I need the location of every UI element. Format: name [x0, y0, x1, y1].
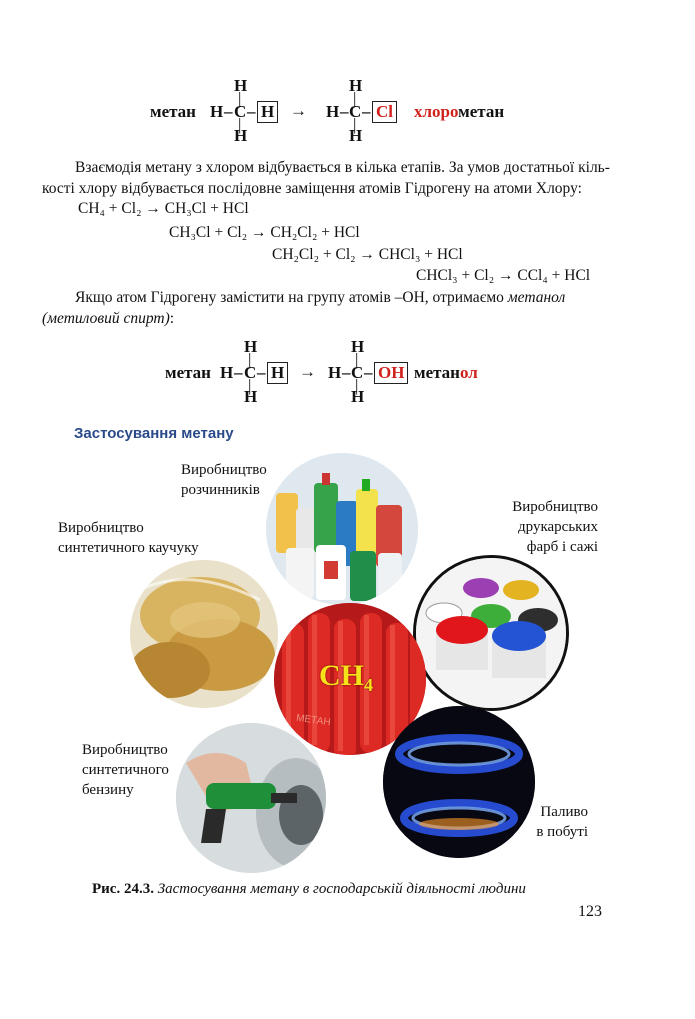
- figure-caption: Рис. 24.3. Застосування метану в господа…: [92, 881, 526, 898]
- paragraph-line: (метиловий спирт):: [42, 308, 615, 329]
- atom-h-bottom: H: [244, 387, 258, 406]
- bond-vertical-top: |: [248, 350, 252, 369]
- bond-vertical-bottom: |: [353, 115, 357, 134]
- reaction-methane-chloromethane: метан H H – C – H H | | → H H – C – Cl H…: [150, 72, 530, 152]
- reaction-arrow: →: [299, 362, 316, 381]
- methane-label: метан: [165, 363, 211, 382]
- label-fuel: Паливо в побуті: [532, 802, 588, 842]
- figure-label: Рис. 24.3.: [92, 881, 154, 897]
- label-line: синтетичного: [82, 762, 169, 778]
- replaced-atom-h: H: [257, 101, 279, 123]
- atom-c-2: C: [349, 102, 362, 121]
- methanol-label: метанол: [414, 363, 478, 383]
- paragraph-substitution: Взаємодія метану з хлором відбувається в…: [42, 157, 615, 199]
- image-methane-cylinders: МЕТАН CH₄: [274, 603, 426, 755]
- equation-2: CH₃Cl + Cl₂ → CH₂Cl₂ + HCl: [169, 224, 360, 241]
- label-line: Виробництво: [181, 462, 267, 478]
- fuel-nozzle-illustration: [176, 723, 326, 873]
- equation-3: CH₂Cl₂ + Cl₂ → CHCl₃ + HCl: [272, 246, 463, 263]
- atom-h-left: H: [220, 363, 234, 382]
- paint-cans-illustration: [416, 558, 566, 708]
- bond-vertical-bottom: |: [248, 376, 252, 395]
- ol-suffix: ол: [459, 363, 478, 382]
- label-line: Виробництво: [58, 520, 144, 536]
- label-solvents: Виробництво розчинників: [181, 460, 267, 500]
- atom-h-top: H: [234, 76, 248, 95]
- atom-h-top-2: H: [351, 337, 365, 356]
- image-fuel-nozzle: [176, 723, 326, 873]
- methane-prefix: метан: [414, 363, 460, 382]
- bond: –: [342, 363, 351, 382]
- figure-text: Застосування метану в господарській діял…: [157, 881, 526, 897]
- atom-h-bottom-2: H: [349, 126, 363, 145]
- atom-h-bottom-2: H: [351, 387, 365, 406]
- bond: –: [364, 363, 373, 382]
- bottles-illustration: [266, 453, 418, 605]
- label-line: синтетичного каучуку: [58, 540, 199, 556]
- label-gasoline: Виробництво синтетичного бензину: [82, 740, 169, 800]
- bond: –: [257, 363, 266, 382]
- reaction-methane-methanol: метан H H – C – H H | | → H H – C – OH H…: [165, 333, 505, 413]
- bond-vertical-bottom: |: [238, 115, 242, 134]
- bond: –: [224, 102, 233, 121]
- label-line: Виробництво: [82, 742, 168, 758]
- bond-vertical-top: |: [238, 89, 242, 108]
- label-line: в побуті: [536, 824, 588, 840]
- label-inks: Виробництво друкарських фарб і сажі: [498, 497, 598, 557]
- rubber-illustration: [130, 560, 278, 708]
- bond-vertical-top: |: [353, 89, 357, 108]
- paragraph-line: Взаємодія метану з хлором відбувається в…: [75, 159, 610, 176]
- atom-c: C: [244, 363, 257, 382]
- bond-vertical-top: |: [355, 350, 359, 369]
- section-title: Застосування метану: [74, 425, 234, 442]
- atom-h-left-2: H: [328, 363, 342, 382]
- methanol-term: метанол: [507, 289, 566, 306]
- methane-suffix: метан: [458, 102, 505, 121]
- bond: –: [247, 102, 256, 121]
- bond: –: [340, 102, 349, 121]
- replaced-atom-cl: Cl: [372, 101, 397, 123]
- bond-vertical-bottom: |: [355, 376, 359, 395]
- label-line: Виробництво: [512, 499, 598, 515]
- reaction-arrow: →: [290, 101, 307, 120]
- label-line: бензину: [82, 782, 134, 798]
- paragraph-line: кості хлору відбувається послідовне замі…: [42, 180, 582, 197]
- methyl-alcohol-term: (метиловий спирт): [42, 310, 170, 327]
- image-synthetic-rubber: [130, 560, 278, 708]
- methane-label: метан: [150, 102, 196, 121]
- image-gas-flame: [383, 706, 535, 858]
- atom-h-top: H: [244, 337, 258, 356]
- atom-h-left: H: [210, 102, 224, 121]
- label-line: друкарських: [518, 519, 598, 535]
- paragraph-methanol: Якщо атом Гідрогену замістити на групу а…: [42, 287, 615, 329]
- atom-h-top-2: H: [349, 76, 363, 95]
- label-line: Паливо: [540, 804, 588, 820]
- label-line: фарб і сажі: [526, 539, 598, 555]
- chloromethane-label: хлорометан: [414, 102, 504, 122]
- replaced-atom-h: H: [267, 362, 289, 384]
- bond: –: [234, 363, 243, 382]
- label-line: розчинників: [181, 482, 260, 498]
- center-formula: CH₄: [319, 659, 373, 692]
- paragraph-line: Якщо атом Гідрогену замістити на групу а…: [75, 287, 615, 308]
- atom-c: C: [234, 102, 247, 121]
- equation-1: CH₄ + Cl₂ → CH₃Cl + HCl: [78, 200, 249, 217]
- label-rubber: Виробництво синтетичного каучуку: [58, 518, 199, 558]
- atom-h-bottom: H: [234, 126, 248, 145]
- bond: –: [362, 102, 371, 121]
- image-solvent-bottles: [266, 453, 418, 605]
- chloro-prefix: хлоро: [414, 102, 459, 121]
- atom-h-left-2: H: [326, 102, 340, 121]
- image-printing-inks: [413, 555, 569, 711]
- page-number: 123: [578, 903, 602, 920]
- gas-cylinders-illustration: [274, 603, 426, 755]
- gas-flame-illustration: [383, 706, 535, 858]
- equation-4: CHCl₃ + Cl₂ → CCl₄ + HCl: [416, 267, 591, 284]
- paragraph-text: :: [169, 310, 175, 327]
- paragraph-text: Якщо атом Гідрогену замістити на групу а…: [75, 289, 504, 306]
- replaced-group-oh: OH: [374, 362, 409, 384]
- atom-c-2: C: [351, 363, 364, 382]
